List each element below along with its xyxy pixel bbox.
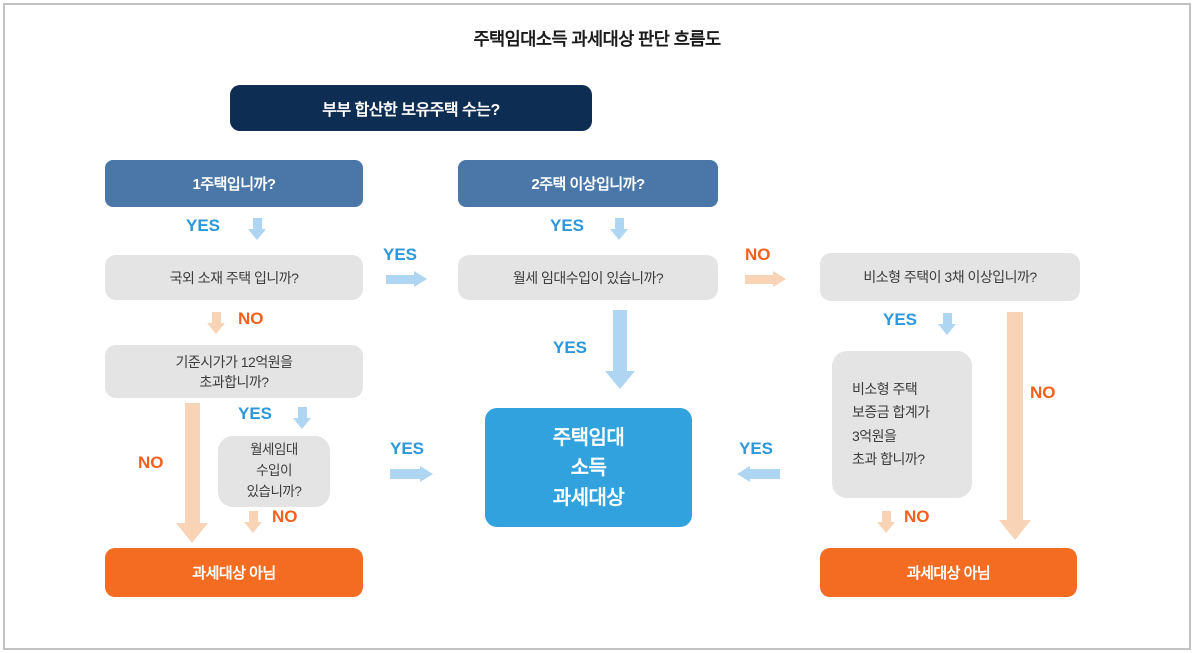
flow-node-two-houses: 2주택 이상입니까? xyxy=(458,160,718,207)
flow-node-monthly-rent-center: 월세 임대수입이 있습니까? xyxy=(458,255,718,300)
no-label: NO xyxy=(904,507,930,526)
flow-node-not-taxable-left: 과세대상 아님 xyxy=(105,548,363,597)
arrow-down-icon xyxy=(605,310,635,389)
arrow-down-icon xyxy=(938,313,956,335)
yes-label: YES xyxy=(553,338,588,357)
yes-label: YES xyxy=(383,245,418,264)
arrow-down-icon xyxy=(207,312,225,334)
arrow-right-icon xyxy=(386,271,427,287)
flow-node-overseas-house: 국외 소재 주택 입니까? xyxy=(105,255,363,300)
arrow-down-icon xyxy=(248,218,266,240)
yes-label: YES xyxy=(883,310,918,329)
no-label: NO xyxy=(1030,383,1056,402)
flow-node-nonsmall-three-plus: 비소형 주택이 3채 이상입니까? xyxy=(820,253,1080,301)
arrow-down-icon xyxy=(610,218,628,240)
yes-label: YES xyxy=(186,216,221,235)
flow-node-taxable-result: 주택임대 소득 과세대상 xyxy=(485,408,692,527)
yes-label: YES xyxy=(238,404,273,423)
flow-node-standard-price: 기준시가가 12억원을 초과합니까? xyxy=(105,345,363,398)
arrow-down-icon xyxy=(877,511,895,533)
arrow-left-icon xyxy=(737,466,780,482)
no-label: NO xyxy=(238,309,264,328)
arrow-down-icon xyxy=(244,511,262,533)
page-title: 주택임대소득 과세대상 판단 흐름도 xyxy=(473,29,721,49)
arrow-down-icon xyxy=(176,403,208,543)
arrow-right-icon xyxy=(745,271,786,287)
arrow-right-icon xyxy=(390,466,433,482)
arrow-down-icon xyxy=(999,312,1031,540)
yes-label: YES xyxy=(550,216,585,235)
no-label: NO xyxy=(272,507,298,526)
flow-node-monthly-rent-small: 월세임대 수입이 있습니까? xyxy=(218,436,330,507)
flow-node-not-taxable-right: 과세대상 아님 xyxy=(820,548,1077,597)
flow-node-deposit-sum: 비소형 주택 보증금 합계가 3억원을 초과 합니까? xyxy=(832,351,972,498)
flow-node-root-question: 부부 합산한 보유주택 수는? xyxy=(230,85,592,131)
no-label: NO xyxy=(745,245,771,264)
no-label: NO xyxy=(138,453,164,472)
flow-node-one-house: 1주택입니까? xyxy=(105,160,363,207)
yes-label: YES xyxy=(390,439,425,458)
arrow-down-icon xyxy=(293,407,311,429)
yes-label: YES xyxy=(739,439,774,458)
